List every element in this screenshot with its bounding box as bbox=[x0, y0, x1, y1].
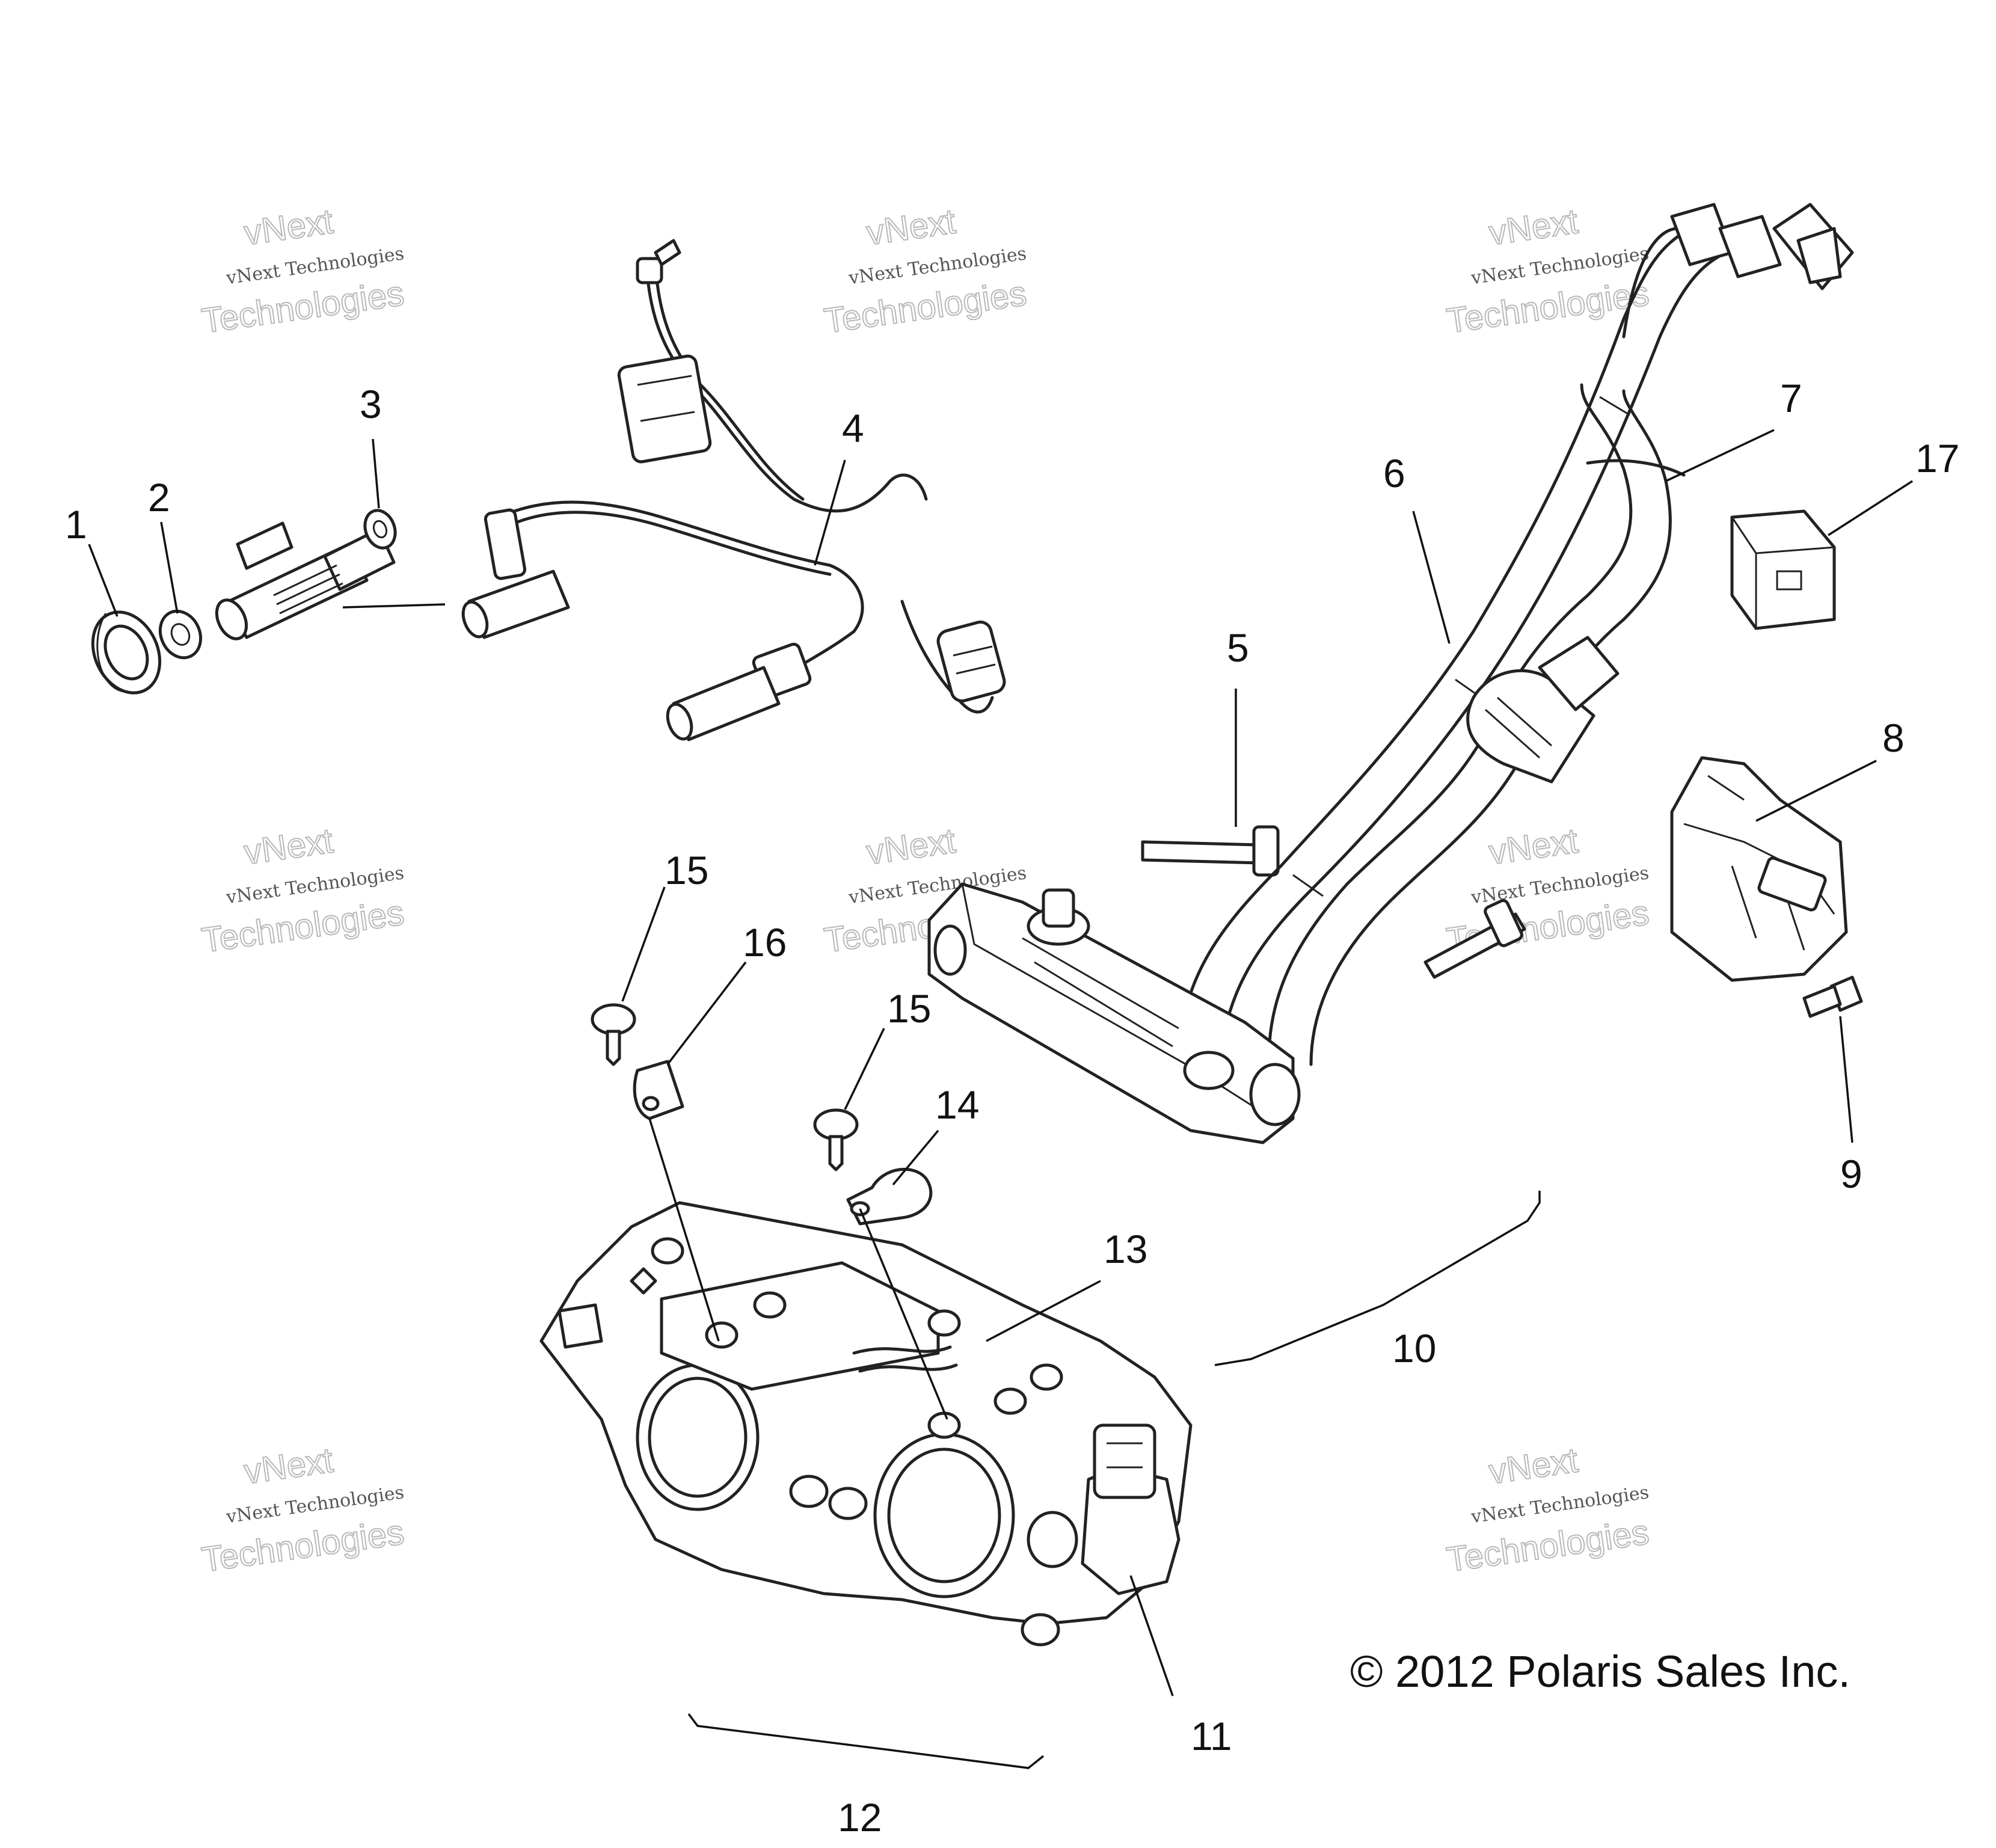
fuel-filter bbox=[1466, 636, 1620, 784]
callout-10: 10 bbox=[1392, 1326, 1436, 1371]
callout-6: 6 bbox=[1383, 451, 1405, 496]
svg-text:vNext: vNext bbox=[242, 821, 336, 872]
callout-17: 17 bbox=[1915, 436, 1959, 480]
svg-text:vNext: vNext bbox=[242, 1440, 336, 1491]
part-1-seal bbox=[91, 610, 162, 695]
callout-15: 15 bbox=[665, 848, 708, 892]
watermark: vNext vNext Technologies Technologies bbox=[199, 1440, 407, 1580]
watermark: vNext vNext Technologies Technologies bbox=[199, 201, 407, 341]
svg-text:vNext: vNext bbox=[864, 201, 958, 253]
watermark: vNext vNext Technologies Technologies bbox=[1444, 1440, 1652, 1580]
brace-12 bbox=[687, 1713, 1045, 1769]
svg-text:vNext: vNext bbox=[1487, 201, 1580, 253]
part-13-hose bbox=[852, 1309, 961, 1373]
part-14-clamp bbox=[846, 1167, 933, 1226]
part-16-clip bbox=[633, 1060, 684, 1120]
callouts: 1 2 3 4 5 6 7 8 9 10 11 12 13 14 15 15 1… bbox=[65, 376, 1959, 1840]
leader-lines bbox=[88, 429, 1913, 1696]
watermark: vNext vNext Technologies Technologies bbox=[1444, 820, 1652, 960]
part-4-injector-harness bbox=[342, 239, 1006, 741]
watermark: vNext vNext Technologies Technologies bbox=[821, 201, 1030, 341]
callout-14: 14 bbox=[935, 1082, 979, 1127]
part-3-o-ring bbox=[363, 509, 397, 550]
callout-1: 1 bbox=[65, 502, 87, 547]
callout-15: 15 bbox=[887, 986, 931, 1031]
part-2-washer bbox=[158, 609, 203, 660]
brace-10 bbox=[1214, 1191, 1541, 1366]
part-11-throttle-position-sensor bbox=[1027, 1423, 1181, 1595]
long-bolt bbox=[1423, 898, 1526, 979]
svg-text:vNext: vNext bbox=[242, 201, 336, 253]
watermark: vNext vNext Technologies Technologies bbox=[199, 820, 407, 960]
fuel-injector bbox=[215, 521, 396, 640]
svg-text:vNext: vNext bbox=[864, 821, 958, 872]
callout-2: 2 bbox=[148, 475, 170, 520]
part-6-fuel-hose bbox=[1177, 227, 1728, 1060]
callout-3: 3 bbox=[360, 382, 382, 426]
part-15-screw bbox=[591, 1003, 636, 1066]
part-10-fuel-rail bbox=[927, 882, 1301, 1144]
part-9-bolt bbox=[1802, 975, 1863, 1018]
part-8-bracket bbox=[1670, 756, 1848, 982]
part-12-throttle-body bbox=[539, 1201, 1193, 1647]
callout-11: 11 bbox=[1191, 1714, 1232, 1758]
callout-12: 12 bbox=[838, 1795, 882, 1840]
callout-7: 7 bbox=[1780, 376, 1802, 420]
callout-9: 9 bbox=[1840, 1152, 1862, 1196]
part-5-bolt bbox=[1141, 825, 1280, 877]
callout-5: 5 bbox=[1227, 625, 1249, 670]
copyright-notice: © 2012 Polaris Sales Inc. bbox=[1350, 1647, 1850, 1696]
hose-end-fittings bbox=[1670, 203, 1854, 290]
callout-16: 16 bbox=[743, 920, 787, 965]
svg-text:vNext: vNext bbox=[1487, 821, 1580, 872]
callout-8: 8 bbox=[1882, 716, 1905, 760]
part-17-clip bbox=[1730, 509, 1836, 630]
svg-text:vNext: vNext bbox=[1487, 1440, 1580, 1491]
part-15-screw bbox=[813, 1108, 859, 1171]
callout-4: 4 bbox=[842, 406, 864, 450]
callout-13: 13 bbox=[1104, 1227, 1147, 1271]
